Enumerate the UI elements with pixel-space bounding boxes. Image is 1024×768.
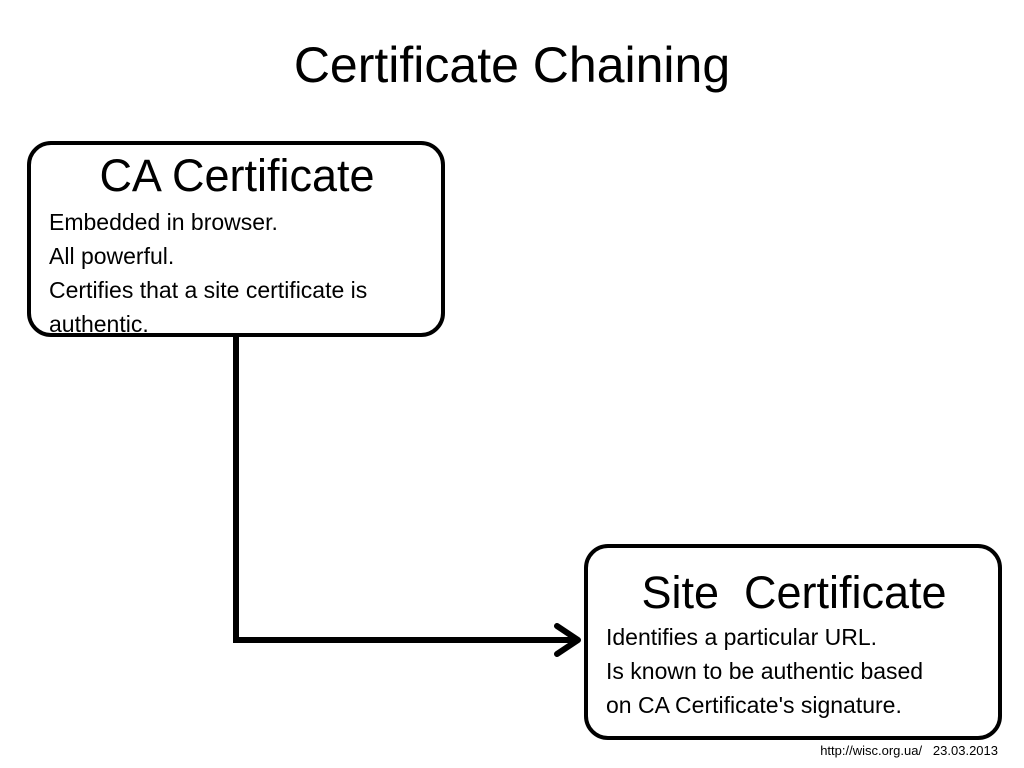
ca-certificate-line: Embedded in browser. <box>49 209 278 235</box>
ca-certificate-line: Certifies that a site certificate is <box>49 277 368 303</box>
ca-certificate-line: All powerful. <box>49 243 175 269</box>
footer-date: 23.03.2013 <box>932 743 998 758</box>
site-certificate-line: on CA Certificate's signature. <box>606 692 902 718</box>
footer: http://wisc.org.ua/ 23.03.2013 <box>820 742 998 760</box>
site-certificate-heading: Site Certificate <box>641 567 947 618</box>
ca-certificate-line: authentic. <box>49 311 149 337</box>
site-certificate-line: Identifies a particular URL. <box>606 624 878 650</box>
site-certificate-line: Is known to be authentic based <box>606 658 924 684</box>
site-certificate-box: Site Certificate Identifies a particular… <box>584 544 1002 740</box>
footer-url: http://wisc.org.ua/ <box>820 743 923 758</box>
ca-certificate-heading: CA Certificate <box>99 150 375 201</box>
page-title: Certificate Chaining <box>293 37 731 93</box>
ca-certificate-box: CA Certificate Embedded in browser. All … <box>27 141 445 337</box>
